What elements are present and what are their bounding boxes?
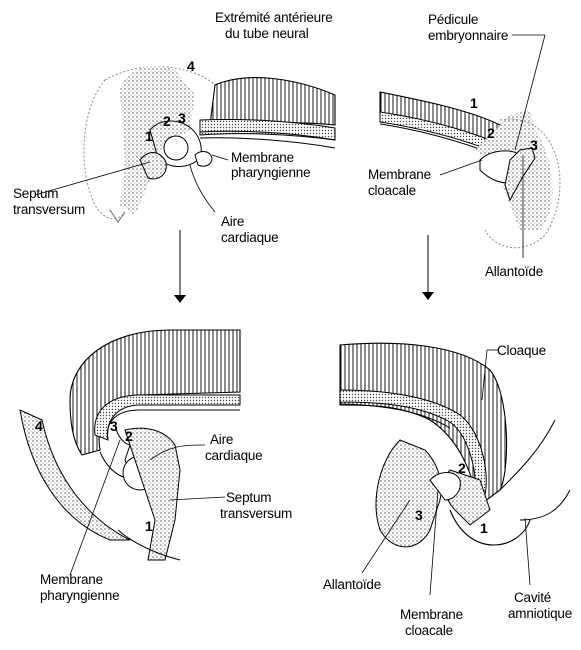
label-transversum-bottom: transversum xyxy=(220,506,292,521)
num-tr-1: 1 xyxy=(470,95,478,111)
label-transversum-top: transversum xyxy=(13,202,85,217)
label-membrane-pharyngienne-top: Membrane xyxy=(231,150,294,165)
label-pharyngienne-top: pharyngienne xyxy=(231,165,310,180)
top-left-embryo xyxy=(35,66,335,303)
label-aire-bottom: Aire xyxy=(210,432,233,447)
num-br-1: 1 xyxy=(480,520,488,536)
label-extremite-anterieure: Extrémité antérieure xyxy=(215,10,333,25)
num-bl-1: 1 xyxy=(145,518,153,534)
label-cardiaque-bottom: cardiaque xyxy=(205,448,263,463)
label-cardiaque-top: cardiaque xyxy=(221,230,279,245)
label-cavite: Cavité xyxy=(514,590,551,605)
label-du-tube-neural: du tube neural xyxy=(225,26,309,41)
label-pharyngienne-bottom: pharyngienne xyxy=(40,588,119,603)
num-br-2: 2 xyxy=(458,460,466,476)
label-allantoide-bottom: Allantoïde xyxy=(323,577,381,592)
num-tl-3: 3 xyxy=(178,110,186,126)
bottom-right-embryo xyxy=(340,343,570,595)
label-membrane-cloacale-top: Membrane xyxy=(368,167,431,182)
num-bl-2: 2 xyxy=(125,428,133,444)
num-tl-4: 4 xyxy=(187,58,195,74)
num-br-3: 3 xyxy=(415,507,423,523)
num-tr-3: 3 xyxy=(530,137,538,153)
label-membrane-pharyngienne-bottom: Membrane xyxy=(40,572,103,587)
label-amniotique: amniotique xyxy=(508,606,572,621)
num-tl-2: 2 xyxy=(163,113,171,129)
label-cloacale-bottom: cloacale xyxy=(405,623,453,638)
label-septum-top: Septum xyxy=(13,186,58,201)
label-aire-top: Aire xyxy=(221,214,244,229)
label-cloacale-top: cloacale xyxy=(368,183,416,198)
label-cloaque: Cloaque xyxy=(497,343,546,358)
num-tl-1: 1 xyxy=(145,128,153,144)
label-pedicule: Pédicule xyxy=(428,12,478,27)
label-septum-bottom: Septum xyxy=(226,490,271,505)
num-tr-2: 2 xyxy=(487,125,495,141)
label-membrane-cloacale-bottom: Membrane xyxy=(400,607,463,622)
num-bl-4: 4 xyxy=(35,418,43,434)
label-allantoide-top: Allantoïde xyxy=(485,264,543,279)
num-bl-3: 3 xyxy=(110,418,118,434)
label-embryonnaire: embryonnaire xyxy=(428,28,508,43)
